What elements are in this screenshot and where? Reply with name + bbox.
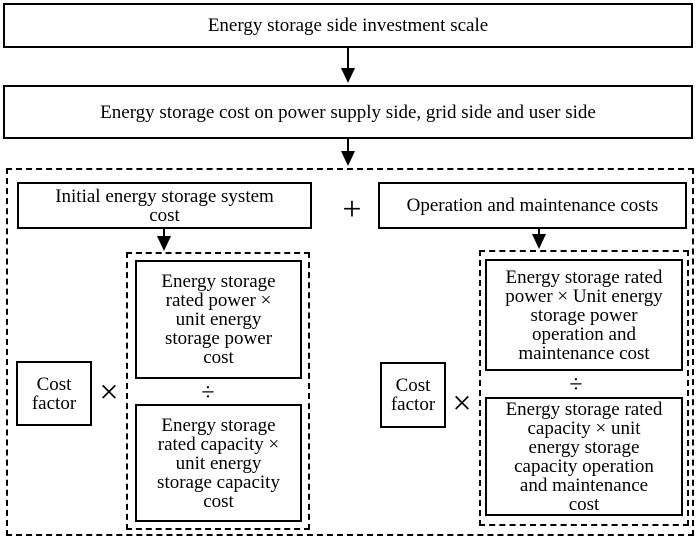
storage-cost-sides-box: Energy storage cost on power supply side…	[3, 85, 693, 139]
operation-maintenance-costs-label: Operation and maintenance costs	[406, 195, 659, 216]
cost-breakdown-container	[6, 168, 694, 536]
initial-cost-components-group	[126, 252, 310, 530]
arrow-second-to-container-head	[341, 151, 355, 166]
left-multiply-symbol: ×	[99, 374, 119, 411]
capacity-cost-box: Energy storage rated capacity × unit ene…	[135, 404, 302, 522]
initial-system-cost-box: Initial energy storage system cost	[17, 182, 312, 229]
power-cost-box: Energy storage rated power × unit energy…	[135, 260, 302, 379]
right-cost-factor-box: Cost factor	[380, 362, 446, 428]
capacity-cost-label: Energy storage rated capacity × unit ene…	[157, 414, 280, 512]
right-divide-symbol: ÷	[569, 372, 583, 398]
investment-scale-label: Energy storage side investment scale	[207, 15, 489, 36]
arrow-right-branch-head	[532, 234, 546, 249]
power-cost-label: Energy storage rated power × unit energy…	[161, 271, 276, 368]
right-cost-factor-label: Cost factor	[390, 375, 436, 415]
om-capacity-cost-box: Energy storage rated capacity × unit ene…	[485, 397, 683, 516]
om-power-cost-label: Energy storage rated power × Unit energy…	[505, 266, 663, 364]
om-capacity-cost-label: Energy storage rated capacity × unit ene…	[505, 398, 663, 515]
arrow-left-branch-head	[157, 236, 171, 251]
investment-scale-box: Energy storage side investment scale	[3, 3, 693, 48]
om-power-cost-box: Energy storage rated power × Unit energy…	[485, 259, 683, 371]
left-cost-factor-label: Cost factor	[31, 373, 77, 414]
storage-cost-sides-label: Energy storage cost on power supply side…	[100, 101, 596, 123]
initial-system-cost-label: Initial energy storage system cost	[55, 185, 274, 226]
plus-symbol: +	[342, 191, 362, 228]
om-cost-components-group	[479, 250, 689, 526]
left-cost-factor-box: Cost factor	[16, 361, 92, 426]
arrow-top-to-second-head	[341, 68, 355, 83]
right-multiply-symbol: ×	[452, 385, 472, 422]
operation-maintenance-costs-box: Operation and maintenance costs	[378, 182, 687, 229]
left-divide-symbol: ÷	[201, 380, 215, 406]
